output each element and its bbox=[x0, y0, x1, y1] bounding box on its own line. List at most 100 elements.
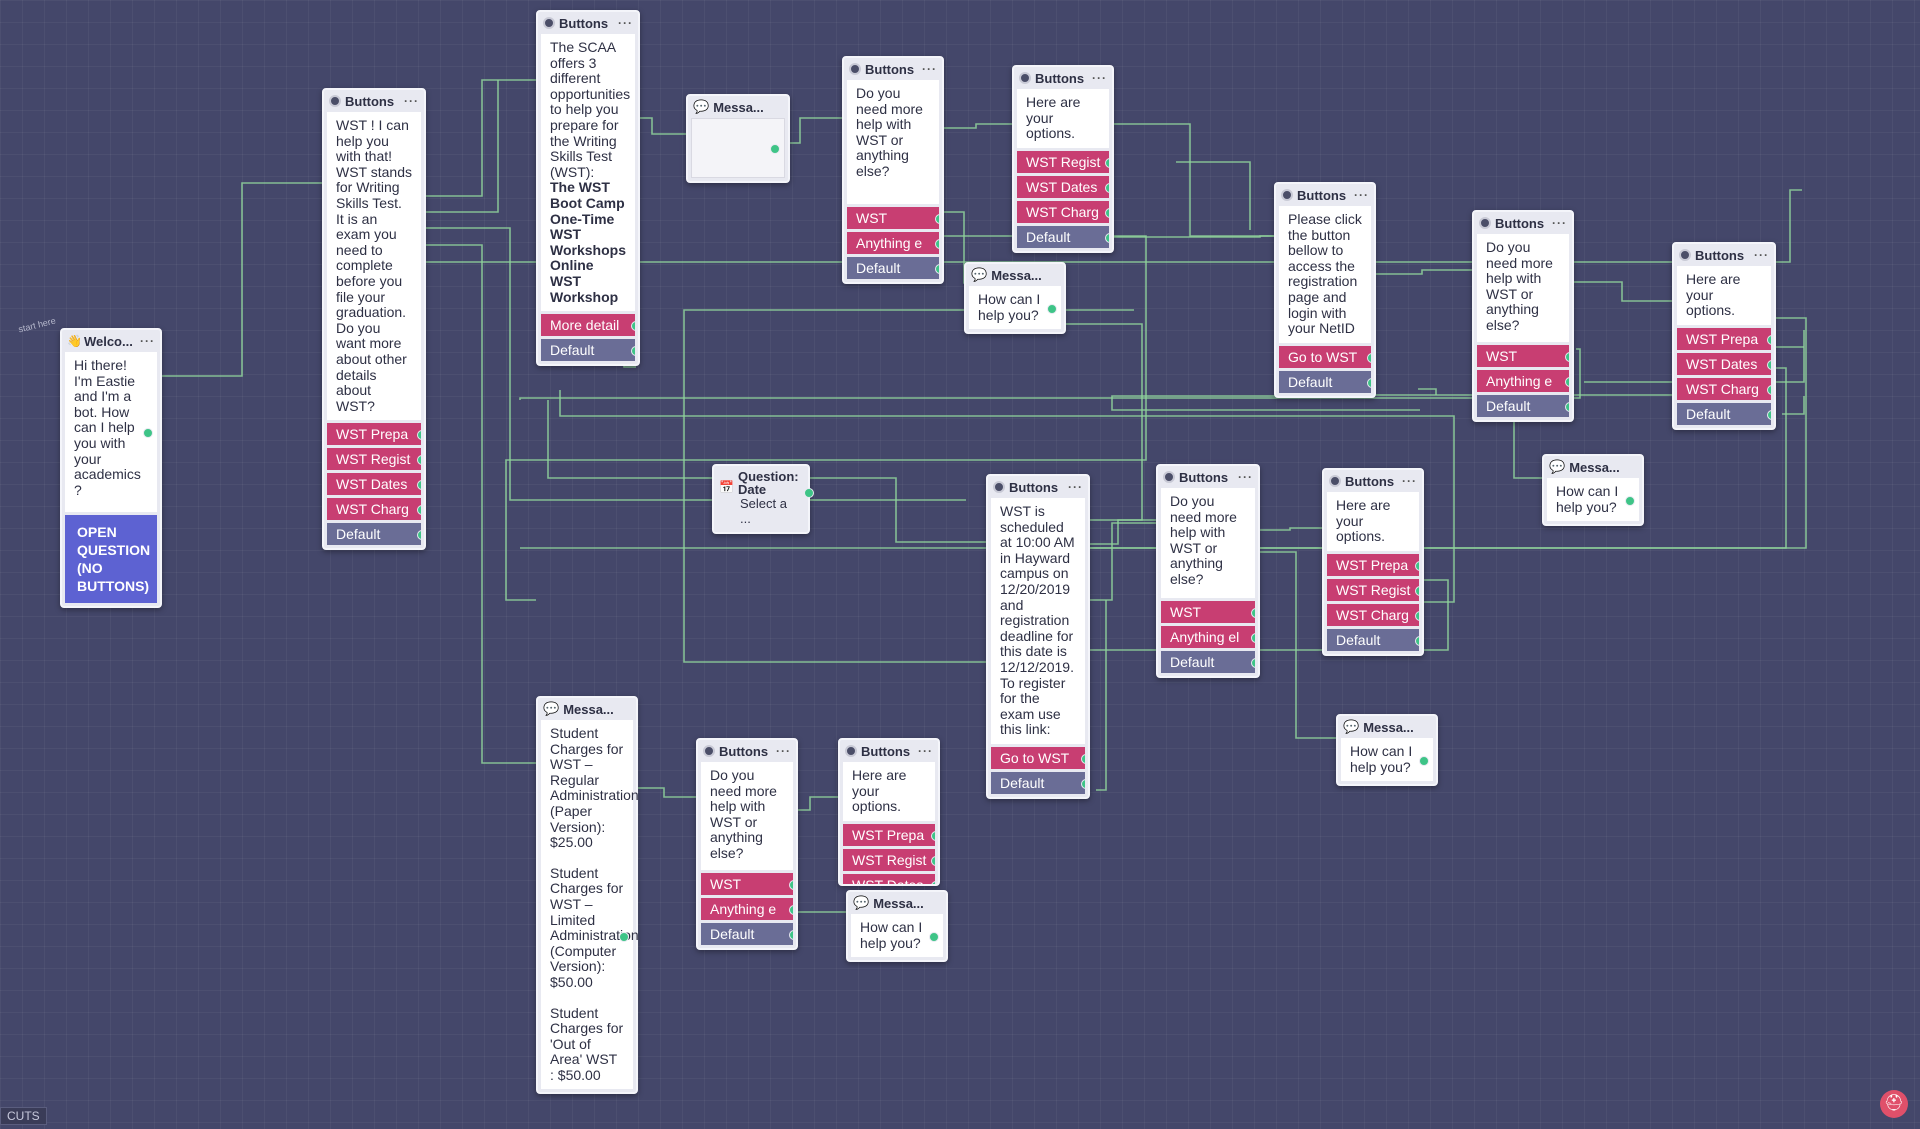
node-header[interactable]: Buttons··· bbox=[698, 740, 796, 762]
output-port[interactable] bbox=[1081, 778, 1085, 789]
output-port[interactable] bbox=[1415, 635, 1419, 646]
default-button[interactable]: Default bbox=[1477, 395, 1569, 417]
buttons-node-options-3[interactable]: Buttons··· Here are your options. WST Pr… bbox=[1322, 468, 1424, 656]
output-port[interactable] bbox=[1415, 610, 1419, 621]
output-port[interactable] bbox=[417, 480, 421, 491]
option-button[interactable]: WST Dates bbox=[1017, 175, 1109, 198]
option-button[interactable]: WST bbox=[847, 207, 939, 229]
output-port[interactable] bbox=[770, 144, 780, 154]
output-port[interactable] bbox=[1081, 753, 1085, 764]
output-port[interactable] bbox=[143, 428, 153, 438]
option-button[interactable]: Anything e bbox=[701, 898, 793, 920]
output-port[interactable] bbox=[804, 488, 814, 498]
output-port[interactable] bbox=[1251, 633, 1255, 643]
default-button[interactable]: Default bbox=[847, 257, 939, 279]
output-port[interactable] bbox=[935, 264, 939, 274]
node-header[interactable]: 💬Messa... bbox=[1338, 716, 1436, 738]
buttons-node-more-help-4[interactable]: Buttons··· Do you need more help with WS… bbox=[696, 738, 798, 950]
option-button[interactable]: WST Regist bbox=[843, 848, 935, 871]
more-options-icon[interactable]: ··· bbox=[918, 744, 933, 758]
buttons-node-wst-intro[interactable]: Buttons··· WST ! I can help you with tha… bbox=[322, 88, 426, 551]
default-button[interactable]: Default bbox=[1161, 651, 1255, 673]
output-port[interactable] bbox=[619, 932, 629, 942]
message-node-help[interactable]: 💬Messa... How can I help you? bbox=[1542, 454, 1644, 527]
option-button[interactable]: WST Dates bbox=[327, 473, 421, 496]
option-button[interactable]: WST Prepa bbox=[1327, 553, 1419, 576]
option-button[interactable]: WST Charg bbox=[1017, 200, 1109, 223]
option-button[interactable]: WST Charg bbox=[1327, 603, 1419, 626]
node-header[interactable]: 💬Messa... bbox=[1544, 456, 1642, 478]
node-header[interactable]: 📅Question: Date bbox=[714, 466, 808, 496]
option-button[interactable]: More detail bbox=[541, 314, 635, 337]
option-button[interactable]: WST bbox=[1161, 601, 1255, 623]
more-options-icon[interactable]: ··· bbox=[922, 62, 937, 76]
more-options-icon[interactable]: ··· bbox=[404, 94, 419, 108]
more-options-icon[interactable]: ··· bbox=[618, 16, 633, 30]
default-button[interactable]: Default bbox=[327, 523, 421, 546]
option-button[interactable]: WST Dates bbox=[843, 873, 935, 884]
welcome-node[interactable]: 👋Welco...··· Hi there! I'm Eastie and I'… bbox=[60, 328, 162, 608]
open-question-button[interactable]: OPEN QUESTION (NO BUTTONS) bbox=[65, 515, 157, 603]
node-header[interactable]: Buttons··· bbox=[1674, 244, 1774, 266]
option-button[interactable]: Anything e bbox=[847, 232, 939, 254]
option-button[interactable]: WST Regist bbox=[327, 448, 421, 471]
node-header[interactable]: Buttons··· bbox=[988, 476, 1088, 498]
node-header[interactable]: Buttons··· bbox=[1474, 212, 1572, 234]
output-port[interactable] bbox=[931, 880, 935, 884]
option-button[interactable]: WST Charg bbox=[1677, 377, 1771, 400]
output-port[interactable] bbox=[931, 855, 935, 866]
default-button[interactable]: Default bbox=[541, 339, 635, 362]
node-header[interactable]: Buttons··· bbox=[844, 58, 942, 80]
default-button[interactable]: Default bbox=[701, 923, 793, 945]
buttons-node-options-2[interactable]: Buttons··· Here are your options. WST Pr… bbox=[1672, 242, 1776, 430]
output-port[interactable] bbox=[1047, 303, 1057, 314]
more-options-icon[interactable]: ··· bbox=[1068, 480, 1083, 494]
node-header[interactable]: 👋Welco...··· bbox=[62, 330, 160, 352]
message-node-help[interactable]: 💬Messa... How can I help you? bbox=[846, 890, 948, 963]
output-port[interactable] bbox=[789, 880, 793, 890]
output-port[interactable] bbox=[631, 321, 635, 332]
option-button[interactable]: WST Dates bbox=[1677, 352, 1771, 375]
output-port[interactable] bbox=[417, 455, 421, 466]
buttons-node-more-help-3[interactable]: Buttons··· Do you need more help with WS… bbox=[1156, 464, 1260, 678]
default-button[interactable]: Default bbox=[1677, 402, 1771, 425]
output-port[interactable] bbox=[929, 931, 939, 942]
message-node-charges[interactable]: 💬Messa... Student Charges for WST – Regu… bbox=[536, 696, 639, 1095]
option-button[interactable]: Anything e bbox=[1477, 370, 1569, 392]
output-port[interactable] bbox=[417, 505, 421, 516]
output-port[interactable] bbox=[789, 930, 793, 940]
option-button[interactable]: Anything el bbox=[1161, 626, 1255, 648]
output-port[interactable] bbox=[1625, 495, 1635, 506]
option-button[interactable]: WST Regist bbox=[1017, 150, 1109, 173]
default-button[interactable]: Default bbox=[1017, 225, 1109, 248]
more-options-icon[interactable]: ··· bbox=[1354, 188, 1369, 202]
output-port[interactable] bbox=[1565, 402, 1569, 412]
message-node-empty[interactable]: 💬Messa... bbox=[686, 94, 790, 183]
output-port[interactable] bbox=[417, 430, 421, 441]
output-port[interactable] bbox=[1415, 585, 1419, 596]
node-header[interactable]: Buttons··· bbox=[1276, 184, 1374, 206]
go-to-wst-button[interactable]: Go to WST bbox=[991, 746, 1085, 769]
buttons-node-options-4[interactable]: Buttons··· Here are your options. WST Pr… bbox=[838, 738, 940, 886]
output-port[interactable] bbox=[1105, 207, 1109, 218]
message-node-help[interactable]: 💬Messa... How can I help you? bbox=[964, 262, 1066, 335]
more-options-icon[interactable]: ··· bbox=[140, 334, 155, 348]
option-button[interactable]: WST Prepa bbox=[1677, 327, 1771, 350]
output-port[interactable] bbox=[935, 239, 939, 249]
output-port[interactable] bbox=[1767, 409, 1771, 420]
output-port[interactable] bbox=[1367, 352, 1371, 363]
more-options-icon[interactable]: ··· bbox=[1402, 474, 1417, 488]
buttons-node-scaa[interactable]: Buttons··· The SCAA offers 3 different o… bbox=[536, 10, 640, 367]
node-header[interactable]: 💬Messa... bbox=[688, 96, 788, 118]
option-button[interactable]: WST Prepa bbox=[327, 423, 421, 446]
default-button[interactable]: Default bbox=[991, 771, 1085, 794]
output-port[interactable] bbox=[935, 214, 939, 224]
output-port[interactable] bbox=[1105, 157, 1109, 168]
more-options-icon[interactable]: ··· bbox=[1754, 248, 1769, 262]
more-options-icon[interactable]: ··· bbox=[776, 744, 791, 758]
go-to-wst-button[interactable]: Go to WST bbox=[1279, 345, 1371, 368]
question-date-node[interactable]: 📅Question: Date Select a ... bbox=[712, 464, 814, 534]
output-port[interactable] bbox=[1251, 658, 1255, 668]
default-button[interactable]: Default bbox=[1327, 628, 1419, 651]
more-options-icon[interactable]: ··· bbox=[1092, 71, 1107, 85]
